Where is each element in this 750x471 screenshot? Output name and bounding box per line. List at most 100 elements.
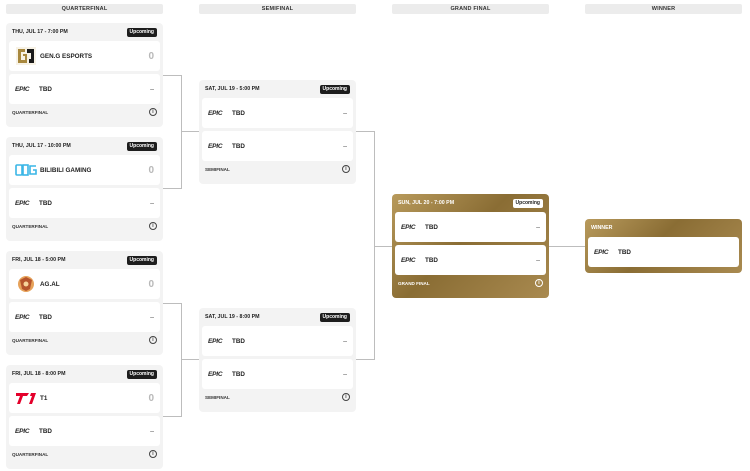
connector-line	[181, 75, 182, 189]
status-badge: Upcoming	[512, 198, 543, 208]
team-row[interactable]: EPIC TBD –	[202, 359, 353, 389]
connector-line	[356, 131, 374, 132]
connector-line	[374, 246, 392, 247]
match-card-sf1[interactable]: SAT, JUL 19 - 5:00 PM Upcoming EPIC TBD …	[199, 80, 356, 184]
team-name: TBD	[232, 109, 245, 117]
connector-line	[163, 416, 181, 417]
match-card-qf1[interactable]: THU, JUL 17 - 7:00 PM Upcoming GEN.G ESP…	[6, 23, 163, 127]
team-name: TBD	[618, 248, 631, 256]
team-name: TBD	[39, 199, 52, 207]
team-name: TBD	[39, 313, 52, 321]
match-time: THU, JUL 17 - 10:00 PM	[12, 143, 71, 149]
team-score: –	[150, 199, 154, 207]
header-winner: WINNER	[585, 4, 742, 14]
team-name: BILIBILI GAMING	[40, 166, 92, 174]
team-row[interactable]: EPIC TBD –	[395, 245, 546, 275]
team-score: 0	[148, 278, 154, 290]
info-icon[interactable]: i	[535, 279, 543, 287]
round-label: QUARTERFINAL	[12, 451, 49, 457]
team-name: T1	[40, 394, 48, 402]
header-quarterfinal: QUARTERFINAL	[6, 4, 163, 14]
team-name: TBD	[425, 223, 438, 231]
info-icon[interactable]: i	[342, 165, 350, 173]
winner-card[interactable]: WINNER EPIC TBD	[585, 219, 742, 273]
team-row[interactable]: EPIC TBD –	[395, 212, 546, 242]
team-row[interactable]: EPIC TBD –	[9, 302, 160, 332]
header-grand-final: GRAND FINAL	[392, 4, 549, 14]
geng-logo-icon	[15, 46, 37, 66]
match-card-grand-final[interactable]: SUN, JUL 20 - 7:00 PM Upcoming EPIC TBD …	[392, 194, 549, 298]
epic-logo-icon: EPIC	[208, 370, 223, 378]
epic-logo-icon: EPIC	[208, 142, 223, 150]
team-name: TBD	[232, 337, 245, 345]
match-time: SUN, JUL 20 - 7:00 PM	[398, 200, 455, 206]
connector-line	[181, 359, 199, 360]
epic-logo-icon: EPIC	[208, 337, 223, 345]
epic-logo-icon: EPIC	[401, 256, 416, 264]
team-name: TBD	[232, 142, 245, 150]
status-badge: Upcoming	[319, 84, 350, 94]
team-row[interactable]: EPIC TBD –	[9, 74, 160, 104]
info-icon[interactable]: i	[149, 450, 157, 458]
epic-logo-icon: EPIC	[208, 109, 223, 117]
connector-line	[549, 246, 585, 247]
team-row[interactable]: AG.AL 0	[9, 269, 160, 299]
agal-logo-icon	[15, 274, 37, 294]
epic-logo-icon: EPIC	[594, 248, 609, 256]
round-label: SEMIFINAL	[205, 394, 230, 400]
connector-line	[181, 131, 199, 132]
t1-logo-icon	[15, 388, 37, 408]
team-row[interactable]: GEN.G ESPORTS 0	[9, 41, 160, 71]
match-card-sf2[interactable]: SAT, JUL 19 - 8:00 PM Upcoming EPIC TBD …	[199, 308, 356, 412]
team-row[interactable]: EPIC TBD –	[9, 188, 160, 218]
status-badge: Upcoming	[126, 141, 157, 151]
team-name: TBD	[39, 427, 52, 435]
status-badge: Upcoming	[319, 312, 350, 322]
status-badge: Upcoming	[126, 255, 157, 265]
epic-logo-icon: EPIC	[401, 223, 416, 231]
epic-logo-icon: EPIC	[15, 85, 30, 93]
epic-logo-icon: EPIC	[15, 199, 30, 207]
team-row[interactable]: EPIC TBD	[588, 237, 739, 267]
team-score: –	[343, 370, 347, 378]
info-icon[interactable]: i	[342, 393, 350, 401]
team-score: –	[150, 85, 154, 93]
match-card-qf4[interactable]: FRI, JUL 18 - 8:00 PM Upcoming T1 0 EPIC…	[6, 365, 163, 469]
team-row[interactable]: EPIC TBD –	[202, 131, 353, 161]
winner-label: WINNER	[591, 225, 613, 231]
team-name: TBD	[232, 370, 245, 378]
connector-line	[181, 303, 182, 417]
round-label: SEMIFINAL	[205, 166, 230, 172]
team-score: –	[343, 337, 347, 345]
team-score: –	[150, 313, 154, 321]
status-badge: Upcoming	[126, 369, 157, 379]
team-row[interactable]: EPIC TBD –	[202, 98, 353, 128]
round-label: QUARTERFINAL	[12, 109, 49, 115]
connector-line	[374, 131, 375, 360]
team-row[interactable]: T1 0	[9, 383, 160, 413]
connector-line	[163, 75, 181, 76]
match-time: FRI, JUL 18 - 5:00 PM	[12, 257, 66, 263]
team-row[interactable]: BILIBILI GAMING 0	[9, 155, 160, 185]
team-score: 0	[148, 164, 154, 176]
match-card-qf3[interactable]: FRI, JUL 18 - 5:00 PM Upcoming AG.AL 0 E…	[6, 251, 163, 355]
blg-logo-icon	[15, 160, 37, 180]
match-time: SAT, JUL 19 - 8:00 PM	[205, 314, 260, 320]
match-time: FRI, JUL 18 - 8:00 PM	[12, 371, 66, 377]
info-icon[interactable]: i	[149, 108, 157, 116]
epic-logo-icon: EPIC	[15, 427, 30, 435]
info-icon[interactable]: i	[149, 336, 157, 344]
match-card-qf2[interactable]: THU, JUL 17 - 10:00 PM Upcoming BILIBILI…	[6, 137, 163, 241]
match-time: THU, JUL 17 - 7:00 PM	[12, 29, 68, 35]
team-row[interactable]: EPIC TBD –	[202, 326, 353, 356]
connector-line	[163, 303, 181, 304]
info-icon[interactable]: i	[149, 222, 157, 230]
round-label: GRAND FINAL	[398, 280, 430, 286]
team-score: 0	[148, 50, 154, 62]
team-score: –	[150, 427, 154, 435]
team-row[interactable]: EPIC TBD –	[9, 416, 160, 446]
team-score: –	[343, 142, 347, 150]
team-score: 0	[148, 392, 154, 404]
match-time: SAT, JUL 19 - 5:00 PM	[205, 86, 260, 92]
team-name: TBD	[425, 256, 438, 264]
